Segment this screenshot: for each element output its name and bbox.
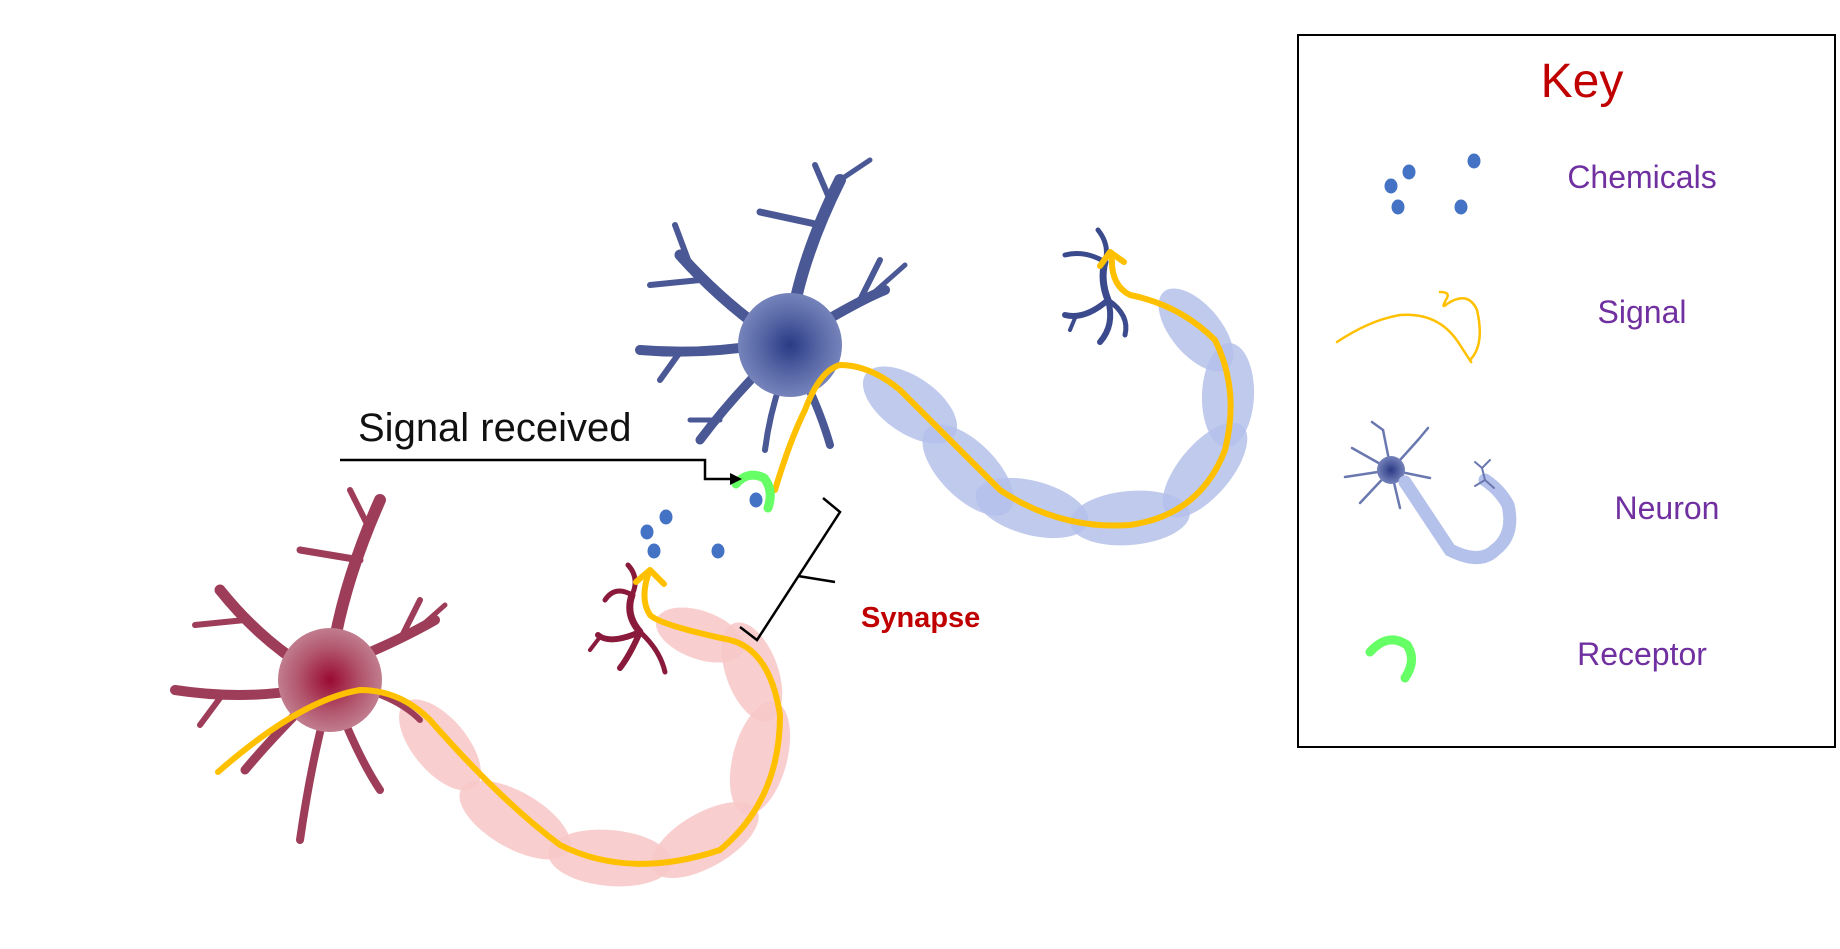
chemical-dots-icon <box>1384 153 1481 215</box>
signal-path-red-neuron <box>215 567 783 867</box>
key-title: Key <box>1541 55 1624 108</box>
pointer-arrowhead-icon <box>730 473 742 485</box>
key-item-receptor: Receptor <box>1365 635 1707 683</box>
key-label-signal: Signal <box>1598 294 1687 330</box>
neuron-icon <box>1343 420 1517 564</box>
receptor-key-icon <box>1365 635 1416 683</box>
receiving-neuron-dendrites <box>635 157 908 453</box>
key-item-neuron: Neuron <box>1343 420 1720 564</box>
key-item-chemicals: Chemicals <box>1384 153 1717 215</box>
sending-neuron <box>170 487 791 887</box>
receptor-icon <box>731 470 775 513</box>
signal-received-label: Signal received <box>358 406 632 450</box>
signal-line-icon <box>1335 290 1482 364</box>
signal-received-callout: Signal received <box>340 406 742 485</box>
synapse-chemicals <box>640 492 763 559</box>
receiving-neuron <box>635 157 1255 546</box>
chemical-dot <box>711 543 725 559</box>
chemical-dot <box>749 492 763 508</box>
synapse-bracket <box>739 497 842 642</box>
key-item-signal: Signal <box>1335 290 1687 364</box>
key-label-receptor: Receptor <box>1577 636 1707 672</box>
signal-path-blue-neuron <box>772 249 1234 529</box>
chemical-dot <box>659 509 673 525</box>
signal-received-pointer <box>340 458 732 481</box>
synapse-label: Synapse <box>861 602 980 634</box>
chemical-dot <box>647 543 661 559</box>
key-label-neuron: Neuron <box>1615 490 1720 526</box>
key-border <box>1297 34 1836 748</box>
chemical-dot <box>640 524 654 540</box>
key-panel: Key Chemicals Signal <box>1297 34 1836 748</box>
key-label-chemicals: Chemicals <box>1567 159 1716 195</box>
receiving-neuron-axon-sheath <box>862 288 1255 546</box>
